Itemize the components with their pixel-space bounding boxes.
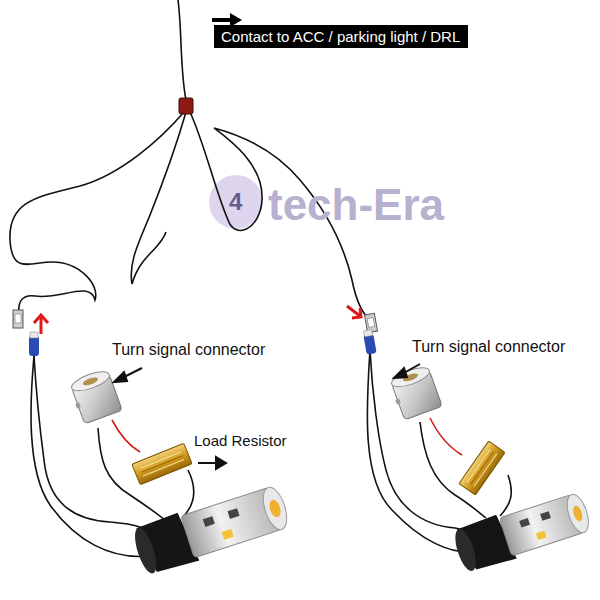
wire-harness: [10, 0, 486, 557]
socket-bulb: [387, 364, 442, 421]
resistor-symbol: [459, 441, 505, 495]
red-arrow: [347, 306, 361, 318]
resistor-leads: [112, 418, 511, 518]
led-bulb: [130, 481, 293, 578]
crimp-connector: [29, 332, 39, 356]
socket-bulb: [67, 368, 122, 425]
terminal-label: Contact to ACC / parking light / DRL: [221, 28, 461, 45]
spade-connector: [13, 310, 23, 328]
leader-arrow: [394, 364, 420, 378]
crimp-connector: [363, 330, 376, 355]
junction-connector: [179, 98, 193, 114]
watermark-text: tech-Era: [268, 180, 444, 230]
leader-arrow: [114, 368, 142, 382]
terminal-label-box: Contact to ACC / parking light / DRL: [214, 25, 468, 48]
watermark-number: 4: [229, 188, 242, 216]
part-label: Turn signal connector: [412, 338, 565, 356]
led-bulb: [451, 488, 594, 575]
part-label: Turn signal connector: [112, 341, 265, 359]
resistor-symbol: [132, 443, 192, 484]
leader-arrow: [198, 457, 226, 469]
red-arrow: [34, 315, 48, 334]
part-label: Load Resistor: [194, 432, 287, 449]
